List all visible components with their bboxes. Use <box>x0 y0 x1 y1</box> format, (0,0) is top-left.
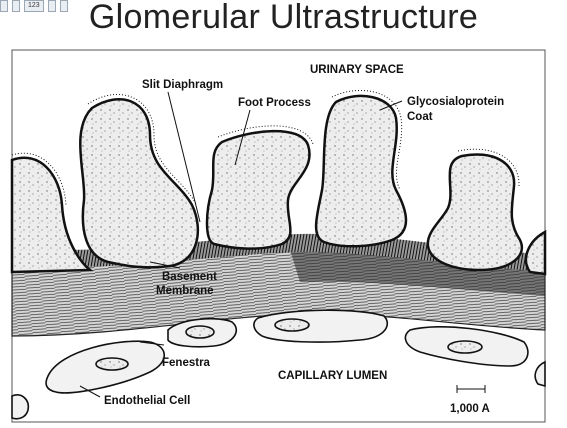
endothelial-nucleus-2 <box>185 325 215 339</box>
label-fenestra: Fenestra <box>162 357 211 369</box>
foot-process-1 <box>10 156 94 274</box>
endothelial-nucleus-4 <box>447 340 483 354</box>
label-foot-process: Foot Process <box>238 97 311 109</box>
basement-leader <box>149 261 181 269</box>
glycosialoprotein-coat <box>11 90 520 206</box>
endothelial-cell-3 <box>253 309 389 343</box>
toolbar-button-2[interactable] <box>12 0 20 12</box>
endothelial-nucleus-3 <box>274 318 310 332</box>
endothelial-cell-6 <box>534 360 546 388</box>
slide-title: Glomerular Ultrastructure <box>88 0 479 36</box>
endothelial-leader <box>79 385 101 398</box>
glyco-coat-leader <box>379 100 403 111</box>
foot-process-leader <box>234 109 251 166</box>
label-basement: Basement <box>162 271 217 283</box>
foot-process-6 <box>524 229 547 276</box>
toolbar-button-1[interactable] <box>0 0 8 12</box>
label-slit-diaphragm: Slit Diaphragm <box>142 79 223 91</box>
slit-diaphragm-leader <box>167 91 201 223</box>
foot-process-4 <box>314 94 408 248</box>
label-membrane: Membrane <box>156 285 214 297</box>
foot-process-5 <box>426 153 523 272</box>
toolbar-button-5[interactable] <box>59 0 68 12</box>
label-coat: Coat <box>407 111 433 123</box>
label-glycosialoprotein: Glycosialoprotein <box>407 96 504 108</box>
endothelial-nucleus-1 <box>95 357 129 371</box>
label-urinary-space: URINARY SPACE <box>310 64 404 76</box>
toolbar-button-4[interactable] <box>47 0 56 12</box>
fenestra-leader <box>139 341 165 346</box>
label-scale: 1,000 A <box>450 403 490 415</box>
toolbar: 123 <box>0 0 68 12</box>
label-endothelial-cell: Endothelial Cell <box>104 395 190 407</box>
endothelial-cell-5 <box>11 394 30 420</box>
toolbar-button-3[interactable]: 123 <box>24 0 44 12</box>
label-capillary-lumen: CAPILLARY LUMEN <box>278 370 387 382</box>
foot-process-3 <box>205 129 311 250</box>
